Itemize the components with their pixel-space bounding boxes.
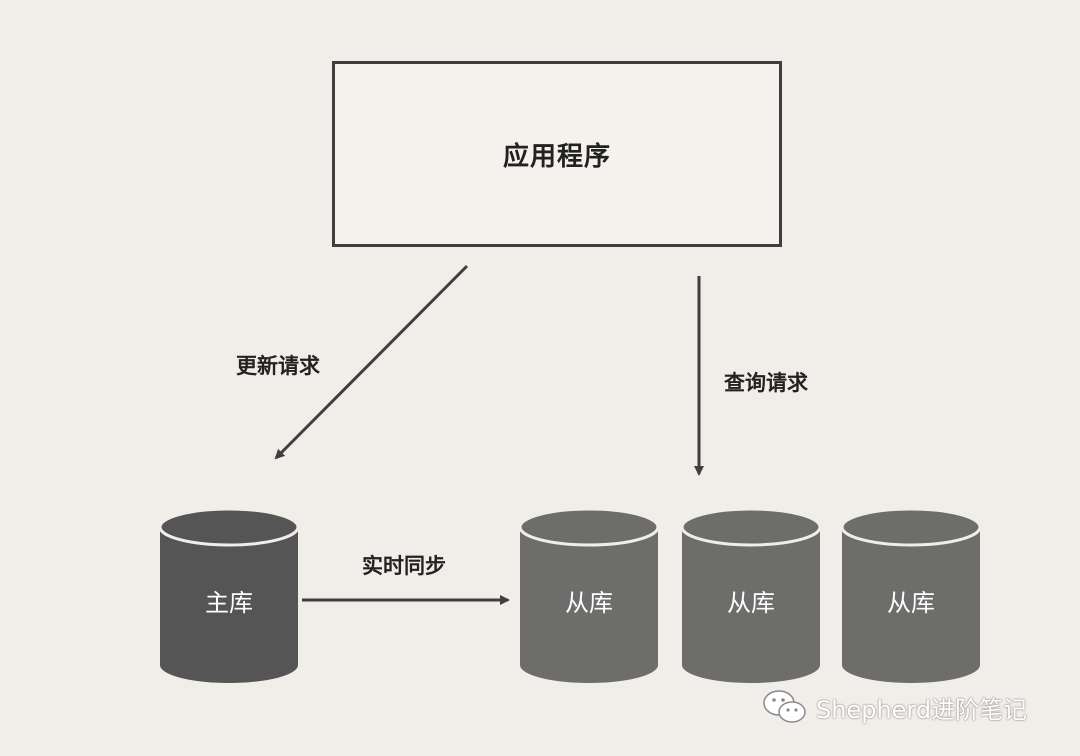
update-request-label: 更新请求 [236,354,320,378]
master-db-body [160,527,298,683]
query-request-label: 查询请求 [724,371,808,395]
watermark-text: Shepherd进阶笔记 [816,695,1028,724]
slave-db-3-label: 从库 [887,589,935,617]
slave-db-3-shape [840,507,982,683]
app-label: 应用程序 [502,141,611,172]
slave-db-2: 从库 [680,507,822,687]
slave-db-1: 从库 [518,507,660,687]
slave-db-1-shape [518,507,660,683]
sync-label: 实时同步 [362,554,446,578]
slave-db-2-shape [680,507,822,683]
slave-db-3: 从库 [840,507,982,687]
update-arrow [274,264,469,460]
master-db-shape [158,507,300,683]
master-db-label: 主库 [205,589,253,617]
watermark: Shepherd进阶笔记 [762,688,1027,726]
slave-db-2-label: 从库 [727,589,775,617]
slave-db-1-label: 从库 [565,589,613,617]
app-box: 应用程序 [332,61,782,247]
master-db-top [158,507,300,547]
master-db: 主库 [158,507,300,687]
wechat-icon [763,690,806,723]
